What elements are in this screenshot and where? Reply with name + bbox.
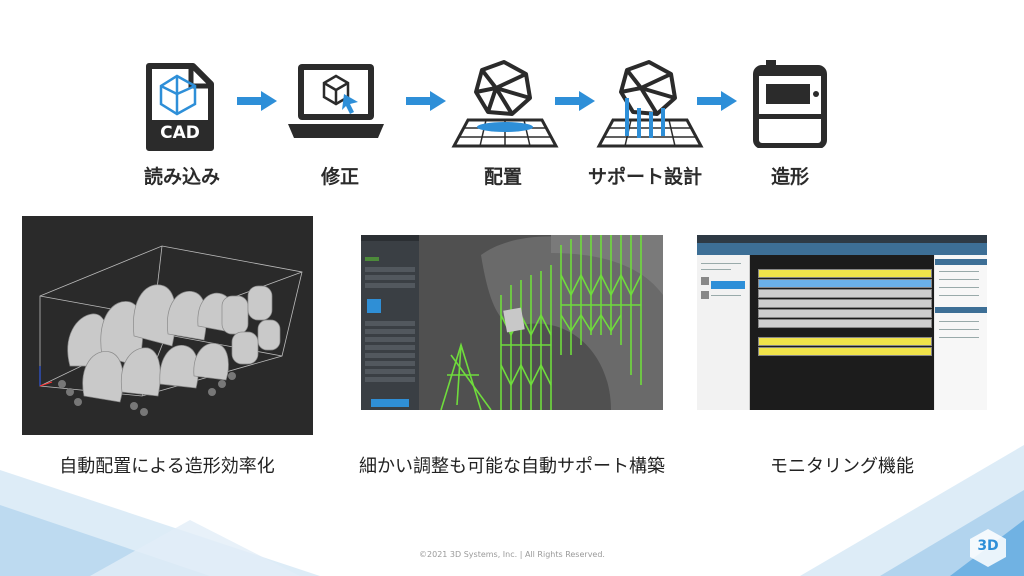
step-support-label: サポート設計: [587, 166, 703, 188]
monitoring-screenshot: [697, 235, 987, 410]
feature-caption-placement: 自動配置による造形効率化: [59, 456, 275, 477]
cad-icon-text: CAD: [160, 123, 200, 143]
support-design-icon: [596, 60, 704, 148]
feature-caption-monitoring: モニタリング機能: [770, 456, 914, 477]
arrow-right-icon: [697, 91, 737, 111]
step-build: [752, 58, 828, 149]
step-build-label: 造形: [770, 166, 810, 188]
printer-icon: [753, 60, 827, 149]
3d-systems-logo: 3D: [968, 527, 1008, 567]
step-support: [595, 58, 705, 150]
arrow-right-icon: [555, 91, 595, 111]
arrow-right-icon: [237, 91, 277, 111]
feature-caption-support: 細かい調整も可能な自動サポート構築: [359, 456, 665, 477]
step-load: CAD: [145, 62, 215, 152]
laptop-edit-icon: [288, 64, 384, 138]
copyright-text: ©2021 3D Systems, Inc. | All Rights Rese…: [419, 550, 605, 559]
step-place: [450, 58, 560, 150]
step-place-label: 配置: [483, 166, 523, 188]
step-load-label: 読み込み: [143, 166, 221, 188]
step-modify: [286, 60, 386, 145]
arrow-right-icon: [406, 91, 446, 111]
build-platform-icon: [451, 60, 559, 148]
support-settings-panel: [361, 235, 419, 410]
logo-text: 3D: [977, 538, 999, 554]
auto-support-screenshot: [361, 235, 663, 410]
auto-placement-screenshot: [22, 216, 313, 435]
cad-file-icon: [146, 63, 214, 151]
step-modify-label: 修正: [320, 166, 360, 188]
